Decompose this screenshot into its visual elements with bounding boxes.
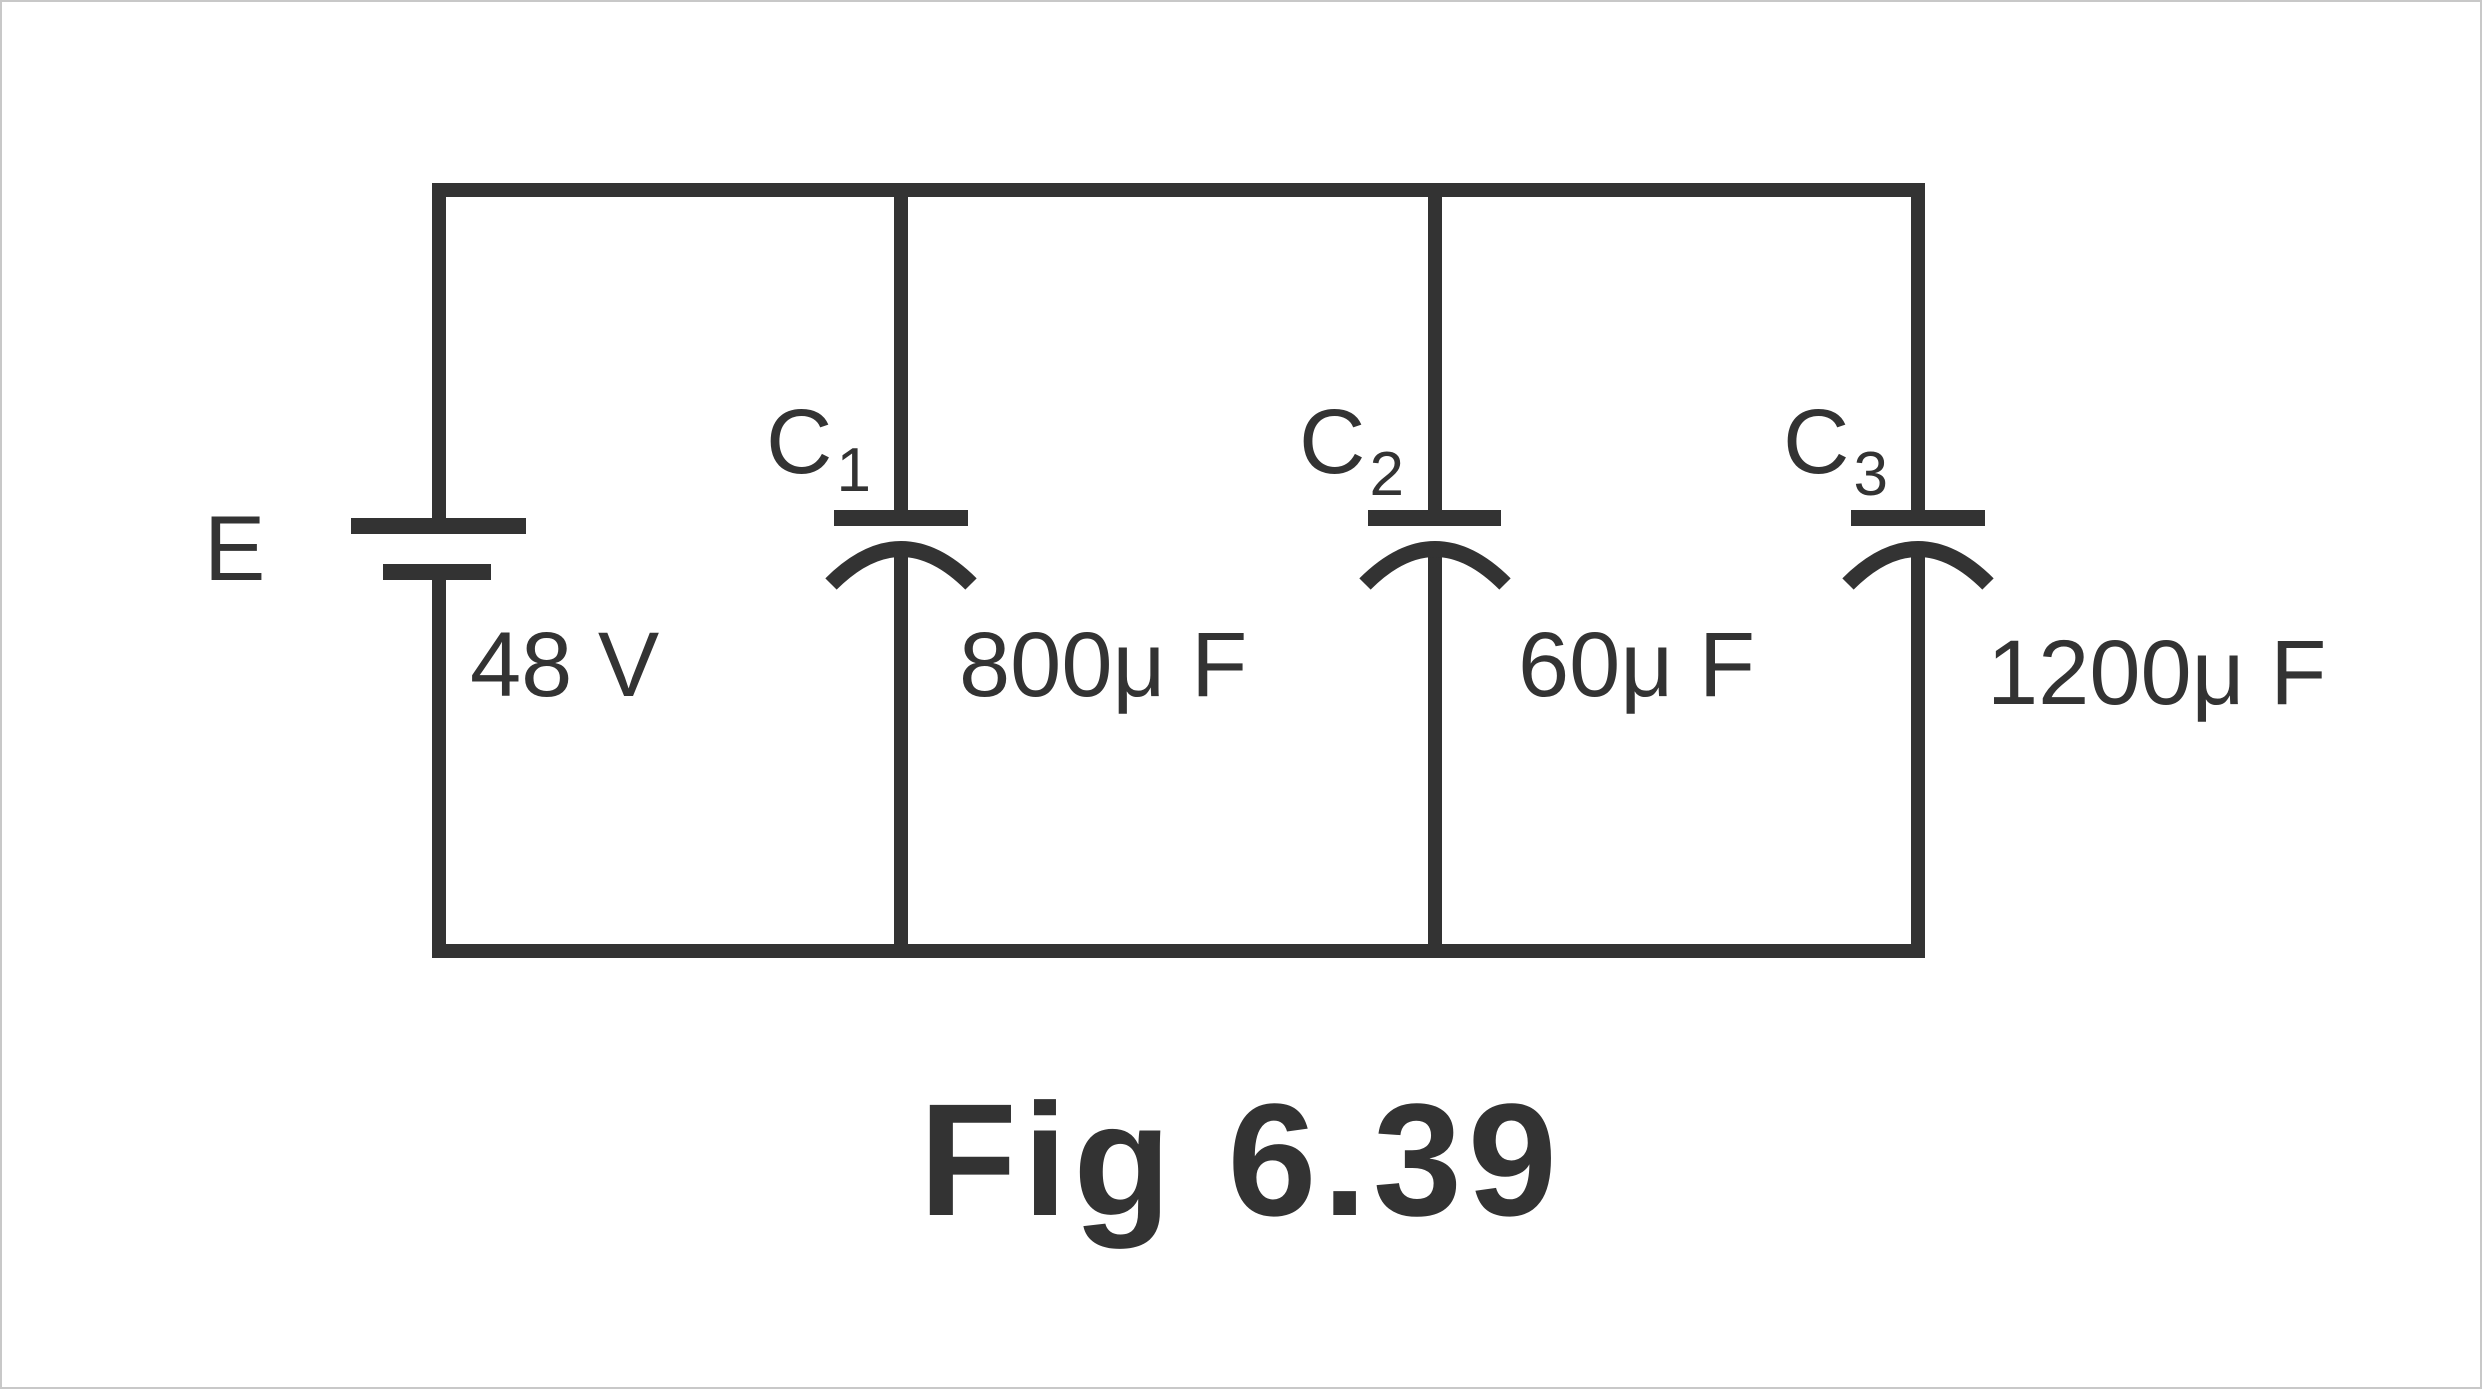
c2-name-subscript: 2 [1369,440,1403,509]
wires [432,183,1925,958]
c1-name-label: C1 [766,391,871,505]
figure-caption: Fig 6.39 [919,1070,1563,1249]
battery-name-label: E [204,498,265,600]
c3-name-letter: C [1783,391,1849,493]
capacitor-c2-symbol [1359,510,1511,590]
battery-symbol [351,518,526,580]
c3-curved-plate [1842,541,1994,590]
battery-voltage-label: 48 V [470,614,659,716]
c3-name-subscript: 3 [1853,440,1887,509]
c1-curved-plate [825,541,977,590]
c1-name-letter: C [766,391,832,493]
c3-value-label: 1200μ F [1987,622,2326,724]
c2-curved-plate [1359,541,1511,590]
c3-name-label: C3 [1783,391,1888,509]
c2-value-label: 60μ F [1518,614,1755,716]
c1-value-label: 800μ F [959,614,1247,716]
capacitor-c3-symbol [1842,510,1994,590]
c1-name-subscript: 1 [836,436,870,505]
c2-name-label: C2 [1299,391,1404,509]
c2-name-letter: C [1299,391,1365,493]
capacitor-c1-symbol [825,510,977,590]
